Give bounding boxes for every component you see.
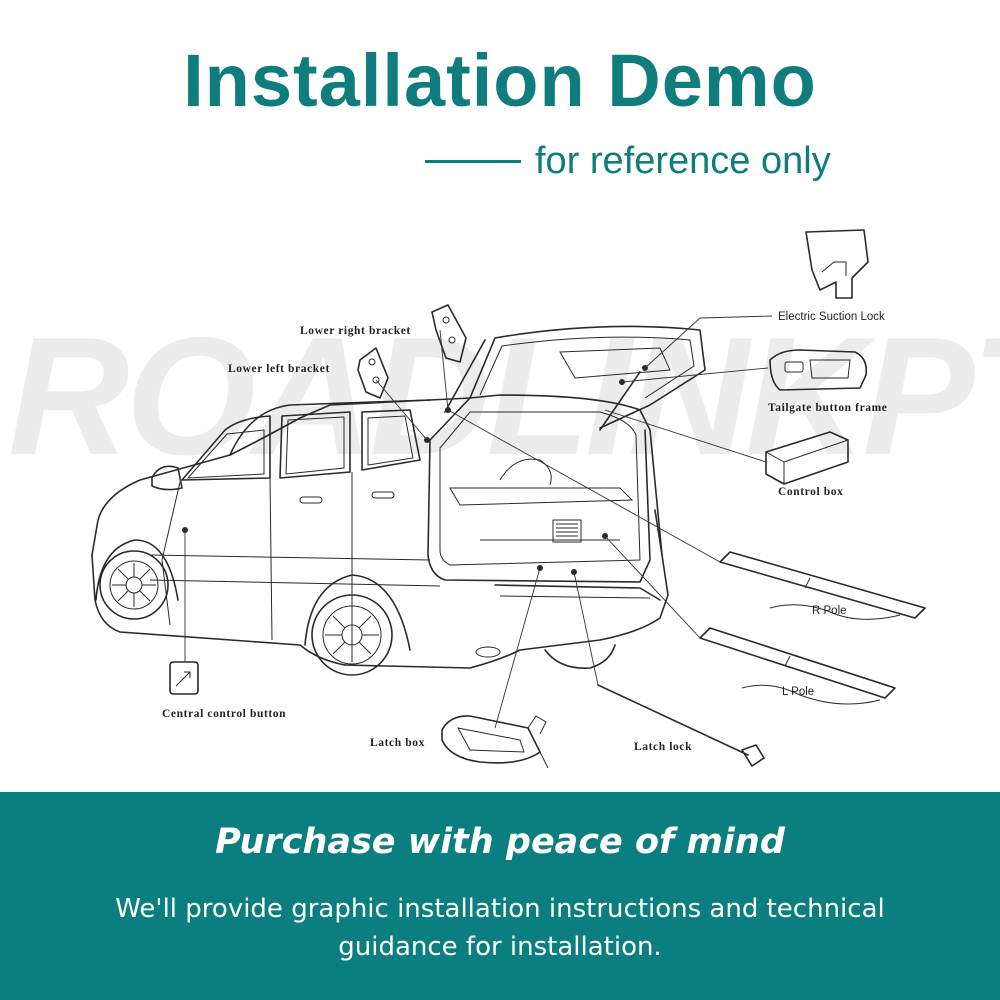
- l-pole-part: [699, 627, 896, 705]
- subtitle-dash: [425, 160, 521, 163]
- label-latch-box: Latch box: [370, 737, 425, 749]
- subtitle-row: for reference only: [425, 140, 831, 183]
- r-pole-part: [719, 551, 926, 620]
- latch-lock-part: [597, 684, 765, 767]
- banner-text: We'll provide graphic installation instr…: [115, 894, 885, 962]
- label-control-box: Control box: [778, 486, 844, 498]
- lower-left-bracket-part: [357, 347, 389, 399]
- control-box-part: [765, 431, 849, 485]
- label-central-control-button: Central control button: [162, 708, 286, 720]
- watermark: ROADLINKPTS: [8, 302, 1000, 490]
- latch-box-part: [441, 715, 549, 769]
- label-l-pole: L Pole: [782, 686, 814, 698]
- label-latch-lock: Latch lock: [634, 741, 692, 753]
- label-lower-left-bracket: Lower left bracket: [228, 363, 330, 375]
- tailgate-button-frame-part: [769, 349, 868, 391]
- page-title: Installation Demo: [183, 39, 817, 122]
- leader-lines: [184, 315, 773, 729]
- banner-title: Purchase with peace of mind: [215, 822, 785, 862]
- bottom-banner: Purchase with peace of mind We'll provid…: [0, 792, 1000, 1000]
- label-tailgate-button-frame: Tailgate button frame: [768, 402, 888, 414]
- central-control-button-part: [169, 661, 199, 695]
- installation-diagram: Lower right bracket Lower left bracket E…: [91, 229, 926, 769]
- car-illustration: [91, 325, 706, 676]
- label-lower-right-bracket: Lower right bracket: [300, 325, 411, 337]
- label-electric-suction-lock: Electric Suction Lock: [778, 311, 885, 323]
- subtitle: for reference only: [535, 140, 831, 182]
- label-r-pole: R Pole: [812, 605, 847, 617]
- lower-right-bracket-part: [431, 304, 467, 363]
- electric-suction-lock-part: [805, 229, 869, 299]
